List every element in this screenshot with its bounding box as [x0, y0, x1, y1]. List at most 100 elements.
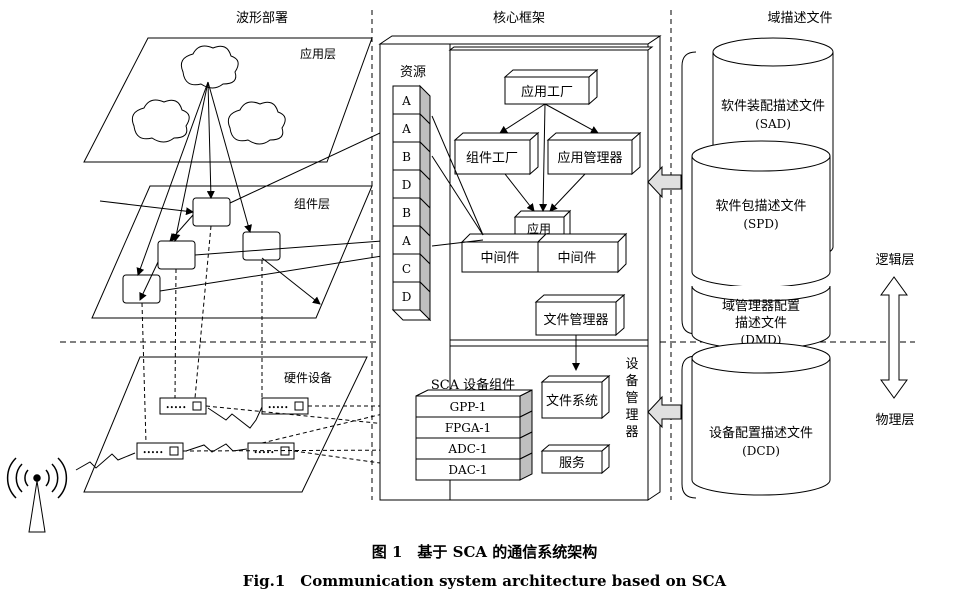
- file-system-label: 文件系统: [546, 394, 598, 409]
- figure-caption-en: Fig.1 Communication system architecture …: [242, 572, 727, 590]
- double-arrow-icon: [880, 276, 908, 399]
- sca-devices-label: SCA 设备组件: [431, 377, 515, 393]
- component-node: [192, 197, 231, 227]
- dcd-cylinder: 设备配置描述文件 (DCD): [691, 342, 831, 496]
- figure-caption-cn: 图 1 基于 SCA 的通信系统架构: [371, 543, 598, 561]
- spd-cylinder: 软件包描述文件 (SPD): [691, 140, 831, 288]
- sca-device-label: FPGA-1: [445, 421, 491, 435]
- dmd-line2: 描述文件: [735, 316, 787, 331]
- brace-icon: [681, 355, 697, 499]
- sca-device-label: GPP-1: [450, 400, 487, 414]
- header-domain: 域描述文件: [767, 11, 832, 26]
- sca-device-label: DAC-1: [448, 463, 487, 477]
- device-manager-char: 设: [625, 357, 638, 372]
- resource-cell-label: B: [402, 150, 411, 164]
- core-arrow: [499, 103, 546, 134]
- sca-device: DAC-1: [415, 452, 533, 481]
- sad-name: 软件装配描述文件: [721, 99, 825, 114]
- resource-link: [159, 253, 396, 292]
- component-node: [122, 274, 161, 304]
- svg-text:•••••: •••••: [268, 404, 289, 412]
- deploy-link: [141, 302, 147, 444]
- device-manager-char: 理: [625, 408, 638, 423]
- deploy-link: [261, 405, 417, 444]
- device-manager-char: 器: [625, 425, 638, 440]
- component-arrow: [139, 261, 159, 301]
- dmd-cylinder: 域管理器配置 描述文件 (DMD): [691, 285, 831, 350]
- hollow-arrow-icon: [647, 395, 682, 429]
- app-manager-label: 应用管理器: [557, 150, 622, 166]
- deploy-arrow: [172, 81, 209, 242]
- dmd-line1: 域管理器配置: [722, 299, 800, 314]
- resources-title: 资源: [400, 65, 426, 80]
- app-factory-box: 应用工厂: [503, 68, 599, 106]
- header-core: 核心框架: [493, 11, 545, 26]
- resource-to-middleware: [431, 115, 484, 236]
- component-node: [157, 240, 196, 270]
- resource-cell: A: [392, 112, 431, 154]
- wireless-link: [207, 406, 263, 429]
- dcd-name: 设备配置描述文件: [709, 425, 813, 441]
- cloud-icon: [180, 45, 239, 89]
- deploy-arrow: [206, 81, 215, 199]
- middleware-label: 中间件: [480, 251, 519, 266]
- resource-to-middleware: [431, 155, 484, 236]
- resource-cell-label: D: [402, 178, 412, 192]
- component-arrow: [169, 214, 194, 242]
- sca-device-label: ADC-1: [447, 442, 487, 456]
- header-waveform: 波形部署: [236, 11, 288, 26]
- middleware-box: 中间件: [460, 233, 548, 273]
- wireless-link: [75, 452, 136, 471]
- resource-cell-label: B: [402, 206, 411, 220]
- middleware-box: 中间件: [536, 232, 628, 274]
- resource-link: [229, 125, 396, 204]
- component-factory-label: 组件工厂: [466, 151, 518, 166]
- deploy-arrow: [136, 81, 209, 276]
- resource-link: [194, 239, 396, 256]
- resource-cell-label: D: [402, 290, 412, 304]
- svg-text:•••••: •••••: [254, 449, 275, 457]
- resource-cell-label: C: [402, 262, 411, 276]
- application-label: 应用: [527, 221, 551, 236]
- sca-device: GPP-1: [415, 389, 533, 418]
- brace-icon: [681, 51, 697, 335]
- core-box-top: [378, 35, 662, 45]
- component-layer-label: 组件层: [294, 197, 330, 211]
- sca-device: ADC-1: [415, 431, 533, 460]
- resource-cell: B: [392, 196, 431, 238]
- app-layer-label: 应用层: [300, 46, 336, 61]
- dcd-abbr: (DCD): [742, 444, 780, 458]
- component-factory-box: 组件工厂: [453, 131, 540, 176]
- cloud-icon: [227, 101, 286, 145]
- app-factory-label: 应用工厂: [521, 84, 573, 100]
- core-arrow: [544, 103, 599, 134]
- hardware-device: •••••: [159, 397, 207, 415]
- resource-cell: D: [392, 280, 431, 322]
- core-arrow: [549, 173, 586, 212]
- deploy-link: [174, 268, 177, 399]
- core-arrow: [539, 103, 548, 212]
- device-manager-char: 备: [625, 373, 638, 389]
- resource-cell: D: [392, 168, 431, 210]
- service-box: 服务: [540, 443, 611, 475]
- component-node: [242, 231, 281, 261]
- resource-cell: A: [392, 224, 431, 266]
- file-manager-label: 文件管理器: [543, 313, 608, 328]
- resource-cell-label: A: [401, 234, 411, 248]
- resource-column-bottom: [391, 309, 432, 321]
- app-manager-box: 应用管理器: [546, 131, 642, 176]
- core-box-side: [647, 35, 661, 501]
- svg-text:•••••: •••••: [143, 449, 164, 457]
- component-arrow: [99, 200, 194, 216]
- antenna-icon: [6, 457, 68, 533]
- device-manager-char: 管: [625, 391, 638, 406]
- resource-to-middleware: [431, 239, 484, 247]
- spd-name: 软件包描述文件: [715, 199, 806, 214]
- resource-cell: B: [392, 140, 431, 182]
- hardware-label: 硬件设备: [284, 371, 332, 385]
- hollow-arrow-icon: [647, 165, 682, 199]
- sad-abbr: (SAD): [755, 117, 791, 131]
